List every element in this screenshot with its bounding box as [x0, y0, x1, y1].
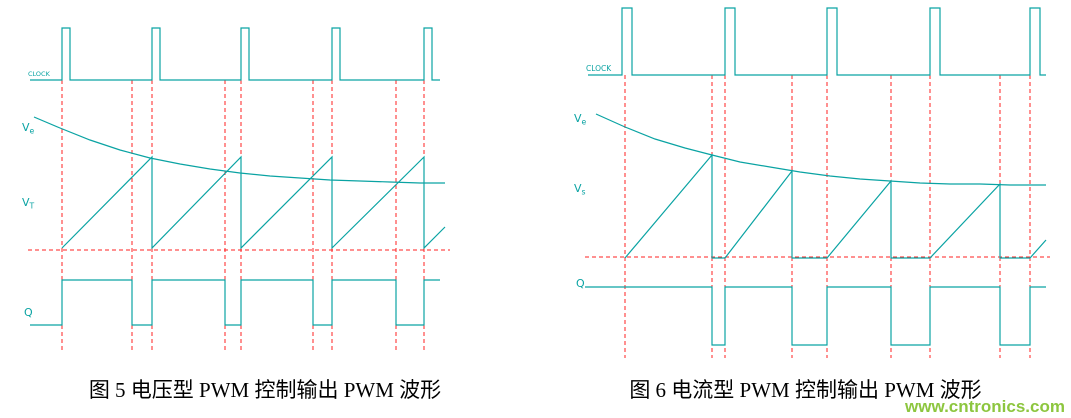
q-waveform: [30, 279, 440, 326]
clock-label: CLOCK: [586, 64, 612, 73]
vs-sawtooth: [624, 153, 1047, 259]
q-label: Q: [24, 306, 33, 319]
clock-waveform: [588, 7, 1046, 76]
ve-curve: [33, 116, 445, 184]
clock-waveform: [30, 27, 440, 81]
watermark: www.cntronics.com: [905, 397, 1065, 416]
q-waveform: [585, 286, 1046, 346]
figure5-caption: 图 5 电压型 PWM 控制输出 PWM 波形: [88, 378, 442, 402]
ve-label: Ve: [574, 112, 587, 127]
clock-label: CLOCK: [28, 70, 51, 78]
vs-label: Vs: [574, 182, 586, 197]
ve-label: Ve: [22, 121, 35, 136]
vt-sawtooth: [61, 155, 446, 250]
ve-curve: [595, 113, 1046, 186]
vt-label: VT: [22, 196, 35, 211]
q-label: Q: [576, 277, 585, 290]
figure6-caption: 图 6 电流型 PWM 控制输出 PWM 波形: [629, 378, 982, 402]
